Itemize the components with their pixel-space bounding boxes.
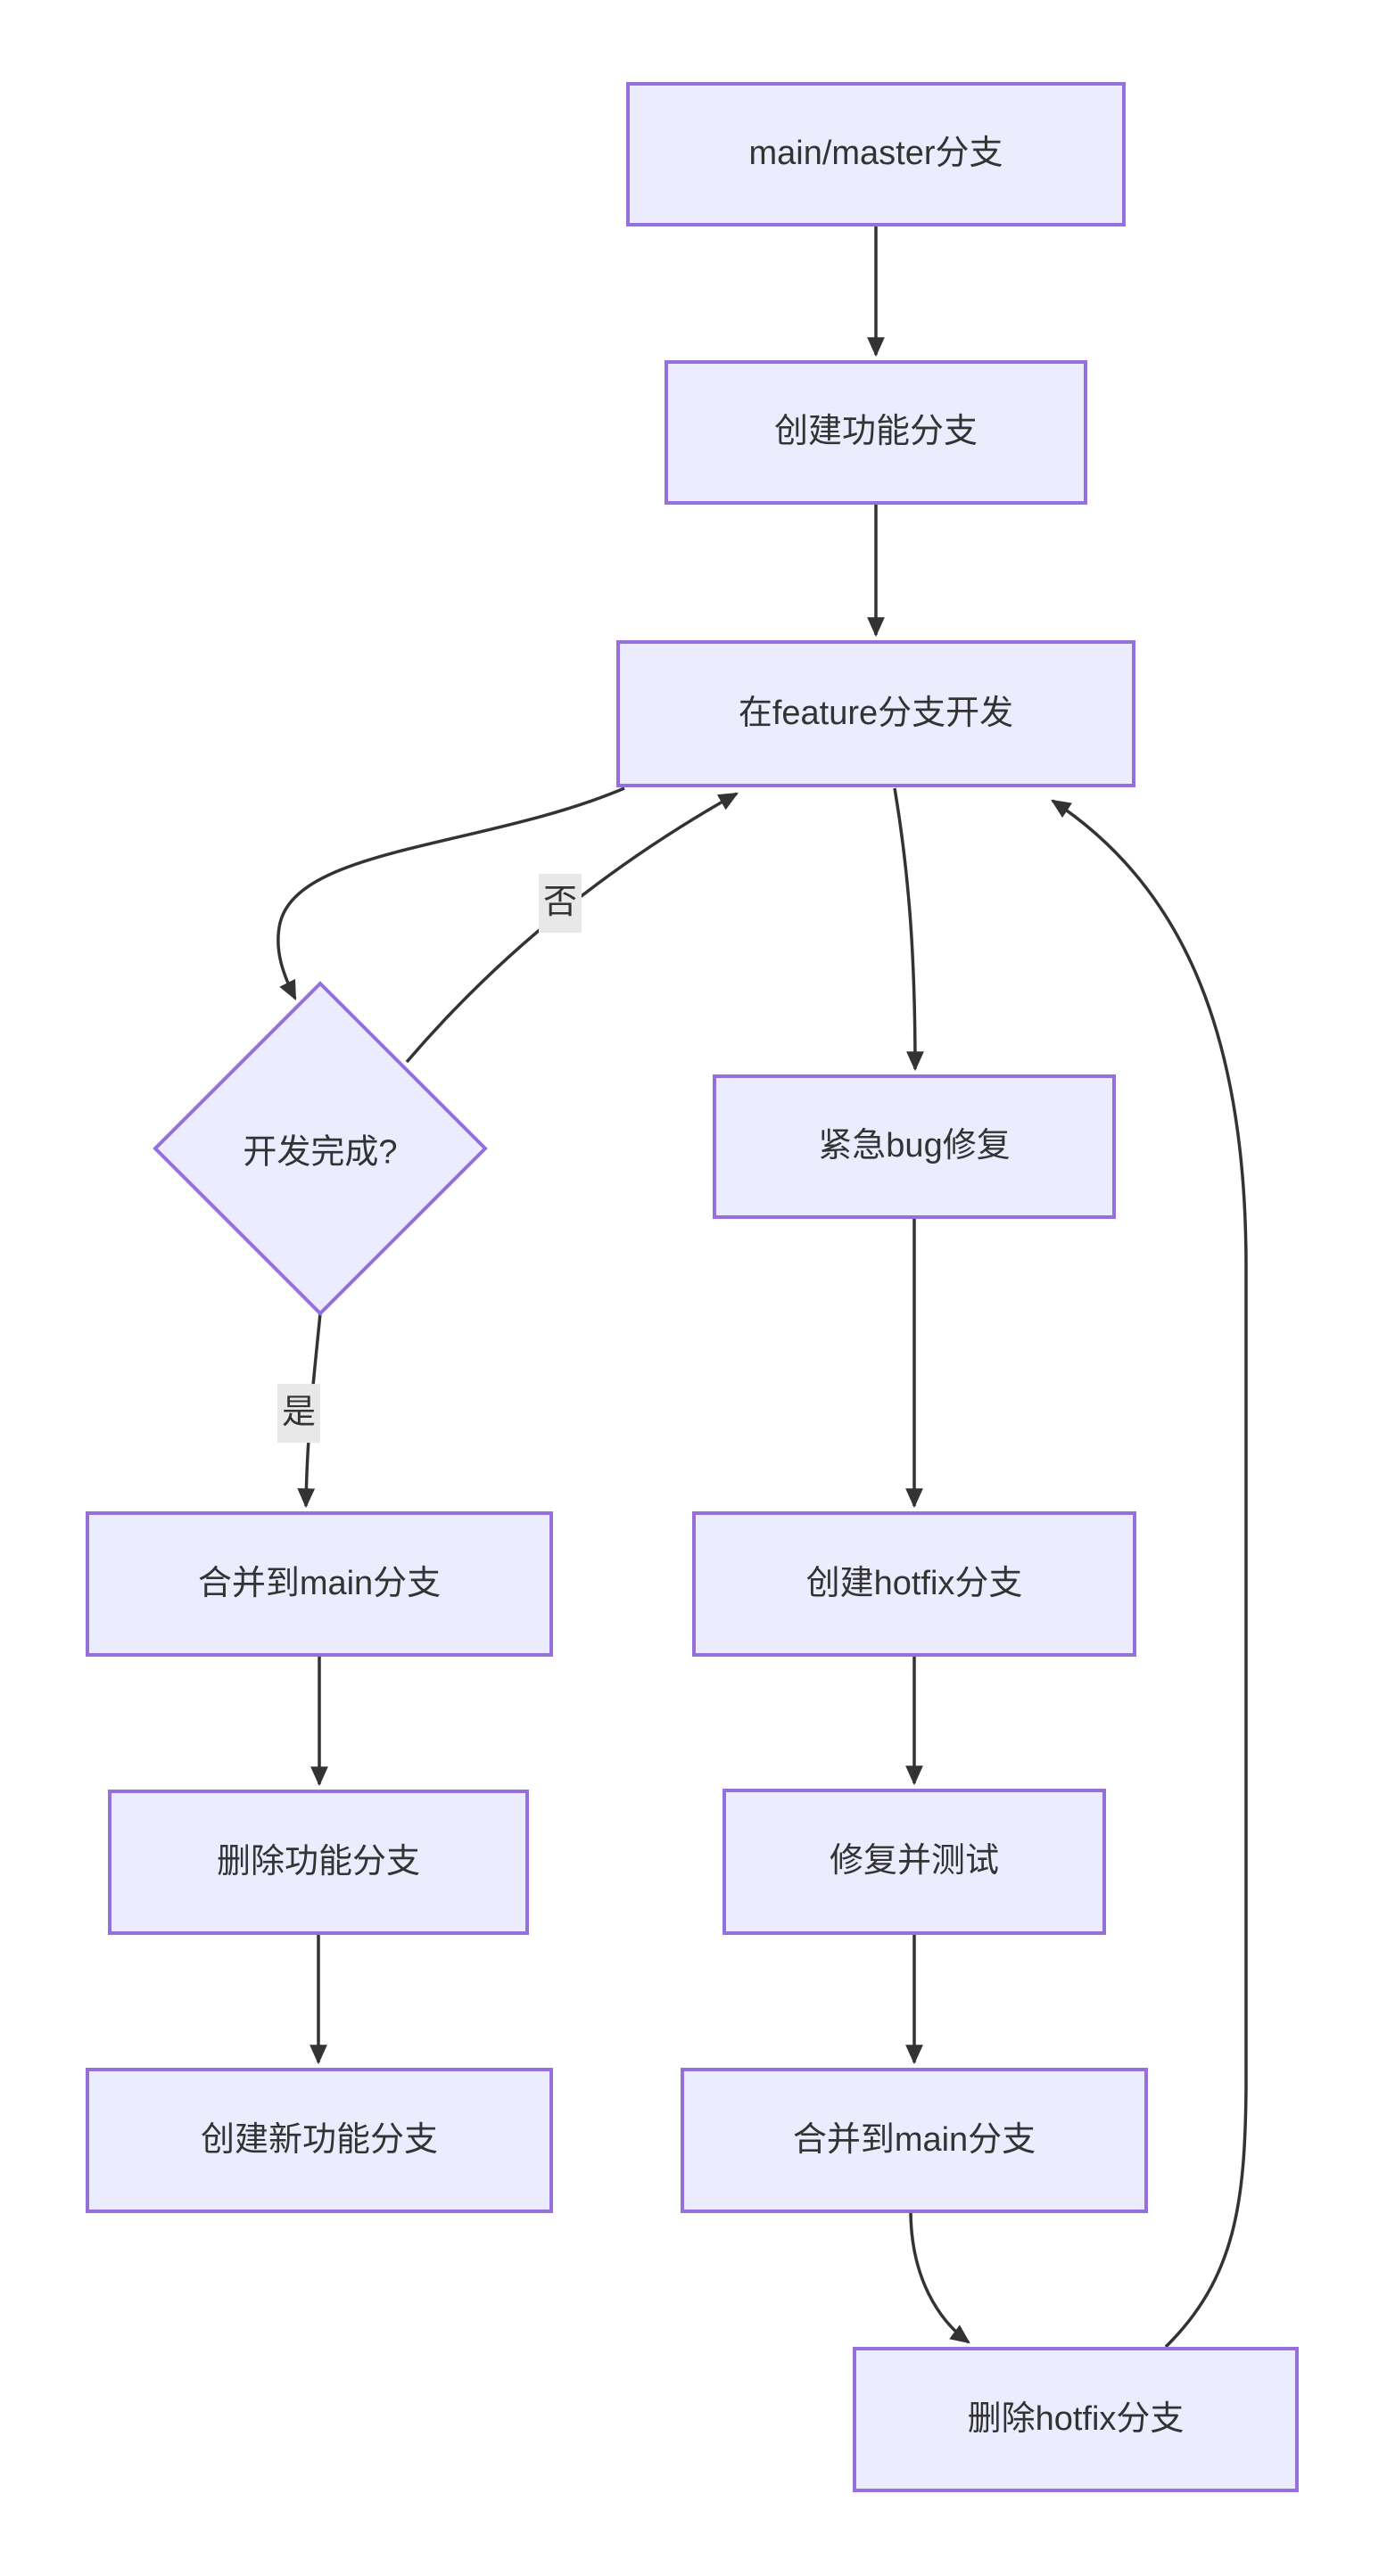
edge-dev-feature-to-dev-done [277, 786, 625, 1000]
node-create-new-feature: 创建新功能分支 [86, 2068, 553, 2213]
node-merge-main-right: 合并到main分支 [681, 2068, 1148, 2213]
edge-dev-feature-to-urgent-bug [893, 787, 924, 1072]
node-dev-done-diamond [153, 981, 488, 1316]
node-merge-main-left-label: 合并到main分支 [197, 1564, 442, 1602]
node-dev-feature: 在feature分支开发 [616, 640, 1135, 787]
node-delete-feature: 删除功能分支 [108, 1790, 529, 1935]
node-delete-hotfix: 删除hotfix分支 [853, 2347, 1299, 2492]
node-main-master-label: main/master分支 [748, 135, 1003, 173]
node-fix-and-test-label: 修复并测试 [829, 1842, 999, 1881]
node-merge-main-right-label: 合并到main分支 [792, 2120, 1036, 2159]
node-merge-main-left: 合并到main分支 [86, 1511, 553, 1657]
node-create-feature-label: 创建功能分支 [773, 413, 978, 451]
node-dev-done-label: 开发完成? [243, 1133, 398, 1172]
node-create-hotfix: 创建hotfix分支 [692, 1511, 1136, 1657]
node-main-master: main/master分支 [626, 82, 1126, 226]
node-fix-and-test: 修复并测试 [722, 1789, 1106, 1935]
node-delete-feature-label: 删除功能分支 [216, 1842, 420, 1881]
edge-label-yes: 是 [277, 1384, 321, 1443]
node-create-feature: 创建功能分支 [665, 360, 1087, 505]
node-delete-hotfix-label: 删除hotfix分支 [967, 2399, 1185, 2438]
node-dev-feature-label: 在feature分支开发 [738, 694, 1014, 732]
node-create-hotfix-label: 创建hotfix分支 [805, 1564, 1023, 1602]
node-create-new-feature-label: 创建新功能分支 [200, 2120, 438, 2159]
edge-label-no: 否 [538, 874, 582, 933]
node-urgent-bug: 紧急bug修复 [713, 1074, 1116, 1219]
node-urgent-bug-label: 紧急bug修复 [818, 1127, 1011, 1165]
edge-delete-hotfix-loop-to-dev-feature [1051, 799, 1248, 2349]
edge-merge-main-right-to-delete-hotfix [909, 2212, 970, 2344]
